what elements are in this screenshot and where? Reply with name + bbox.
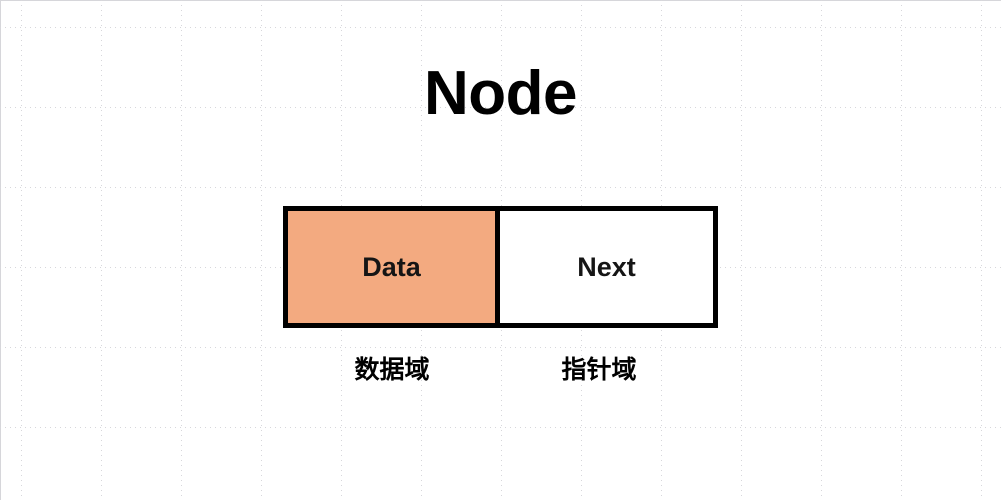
caption-pointer-field: 指针域 xyxy=(561,356,637,384)
node-field-data: Data xyxy=(288,211,500,323)
node-field-next: Next xyxy=(500,211,713,323)
grid-line-horizontal xyxy=(0,27,1001,28)
grid-line-horizontal xyxy=(0,427,1001,428)
grid-line-horizontal xyxy=(0,347,1001,348)
grid-line-horizontal xyxy=(0,187,1001,188)
caption-data-field: 数据域 xyxy=(354,356,430,384)
node-box: Data Next xyxy=(283,206,718,328)
page-title: Node xyxy=(424,59,578,128)
